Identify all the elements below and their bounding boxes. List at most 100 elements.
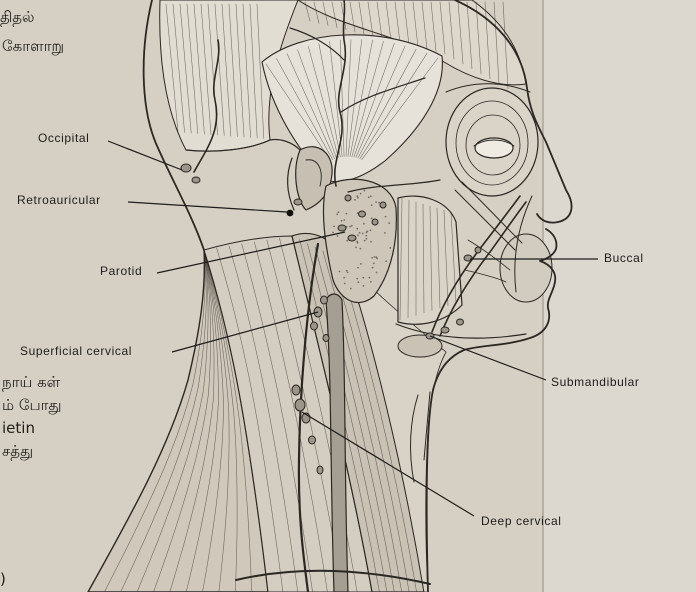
lymph-node <box>311 322 318 330</box>
gland-texture-dot <box>343 219 345 221</box>
gland-texture-dot <box>375 256 377 258</box>
lymph-node <box>359 211 366 217</box>
label-retroauricular: Retroauricular <box>17 193 101 207</box>
gland-texture-dot <box>357 267 359 269</box>
lymph-node <box>317 466 323 474</box>
lymph-node <box>192 177 200 183</box>
gland-texture-dot <box>344 283 346 285</box>
page-text-fragment: ietin <box>2 419 35 437</box>
retroauricular-lymph-nodes <box>287 199 302 216</box>
gland-texture-dot <box>346 213 348 215</box>
label-parotid: Parotid <box>100 264 142 278</box>
head-neck-illustration <box>88 0 572 592</box>
gland-texture-dot <box>373 263 375 265</box>
temporalis-muscle <box>262 35 442 182</box>
lymph-node <box>323 335 329 342</box>
label-deep-cervical: Deep cervical <box>481 514 562 528</box>
lymph-node <box>338 225 346 231</box>
gland-texture-dot <box>375 201 377 203</box>
gland-texture-dot <box>356 241 358 243</box>
gland-texture-dot <box>370 229 372 231</box>
lymph-node <box>294 199 302 205</box>
gland-texture-dot <box>370 241 372 243</box>
gland-texture-dot <box>357 235 359 237</box>
lymph-node <box>321 296 328 304</box>
gland-texture-dot <box>343 277 345 279</box>
gland-texture-dot <box>366 238 368 240</box>
gland-texture-dot <box>356 195 358 197</box>
gland-texture-dot <box>360 193 362 195</box>
lymph-node <box>348 235 356 241</box>
lymph-node <box>309 436 316 444</box>
label-buccal: Buccal <box>604 251 644 265</box>
gland-texture-dot <box>332 232 334 234</box>
gland-texture-dot <box>356 278 358 280</box>
gland-texture-dot <box>356 228 358 230</box>
gland-texture-dot <box>371 204 373 206</box>
gland-texture-dot <box>360 248 362 250</box>
gland-texture-dot <box>388 222 390 224</box>
gland-texture-dot <box>365 235 367 237</box>
page-text-fragment: கோளாறு <box>2 37 64 55</box>
lymph-node <box>380 202 386 208</box>
lymph-node <box>181 164 191 172</box>
gland-texture-dot <box>364 190 366 192</box>
posterior-auricular-vessel <box>288 158 294 210</box>
gland-texture-dot <box>341 220 343 222</box>
gland-texture-dot <box>370 281 372 283</box>
gland-texture-dot <box>351 225 353 227</box>
gland-texture-dot <box>333 226 335 228</box>
page-text-fragment: திதல் <box>0 8 35 26</box>
gland-texture-dot <box>368 196 370 198</box>
page-text-fragment: நாய் கள் <box>2 373 60 391</box>
gland-texture-dot <box>354 199 356 201</box>
lymph-node <box>372 219 378 225</box>
gland-texture-dot <box>355 247 357 249</box>
gland-texture-dot <box>384 232 386 234</box>
page-text-fragment: சத்து <box>2 442 33 460</box>
gland-texture-dot <box>389 247 391 249</box>
gland-texture-dot <box>339 271 341 273</box>
gland-texture-dot <box>385 260 387 262</box>
gland-texture-dot <box>385 216 387 218</box>
gland-texture-dot <box>371 257 373 259</box>
gland-texture-dot <box>372 267 374 269</box>
gland-texture-dot <box>376 272 378 274</box>
retroauricular-node-marker <box>287 210 294 217</box>
gland-texture-dot <box>363 285 365 287</box>
gland-texture-dot <box>349 226 351 228</box>
label-occipital: Occipital <box>38 131 89 145</box>
gland-texture-dot <box>369 277 371 279</box>
lymph-node <box>345 195 351 201</box>
gland-texture-dot <box>350 288 352 290</box>
gland-texture-dot <box>362 233 364 235</box>
gland-texture-dot <box>347 272 349 274</box>
gland-texture-dot <box>363 223 365 225</box>
lymph-node <box>295 399 305 411</box>
lymph-node <box>475 247 481 253</box>
lymph-node <box>464 255 472 261</box>
gland-texture-dot <box>336 213 338 215</box>
parotid-gland <box>324 179 397 302</box>
gland-texture-dot <box>357 197 359 199</box>
label-submandibular: Submandibular <box>551 375 640 389</box>
gland-texture-dot <box>378 202 380 204</box>
occipital-leader-line <box>108 141 182 170</box>
gland-texture-dot <box>359 232 361 234</box>
gland-texture-dot <box>374 256 376 258</box>
lymph-node <box>292 385 300 395</box>
page-right-region <box>543 0 696 592</box>
lymph-node <box>441 327 449 333</box>
page-text-fragment: ம் போது <box>2 396 62 414</box>
gland-texture-dot <box>338 211 340 213</box>
gland-texture-dot <box>357 281 359 283</box>
gland-texture-dot <box>346 240 348 242</box>
gland-texture-dot <box>337 235 339 237</box>
gland-texture-dot <box>364 240 366 242</box>
submandibular-leader-line <box>430 336 546 380</box>
eye <box>475 138 513 158</box>
label-superficial-cervical: Superficial cervical <box>20 344 132 358</box>
gland-texture-dot <box>362 277 364 279</box>
page-text-fragment: ) <box>0 570 6 588</box>
